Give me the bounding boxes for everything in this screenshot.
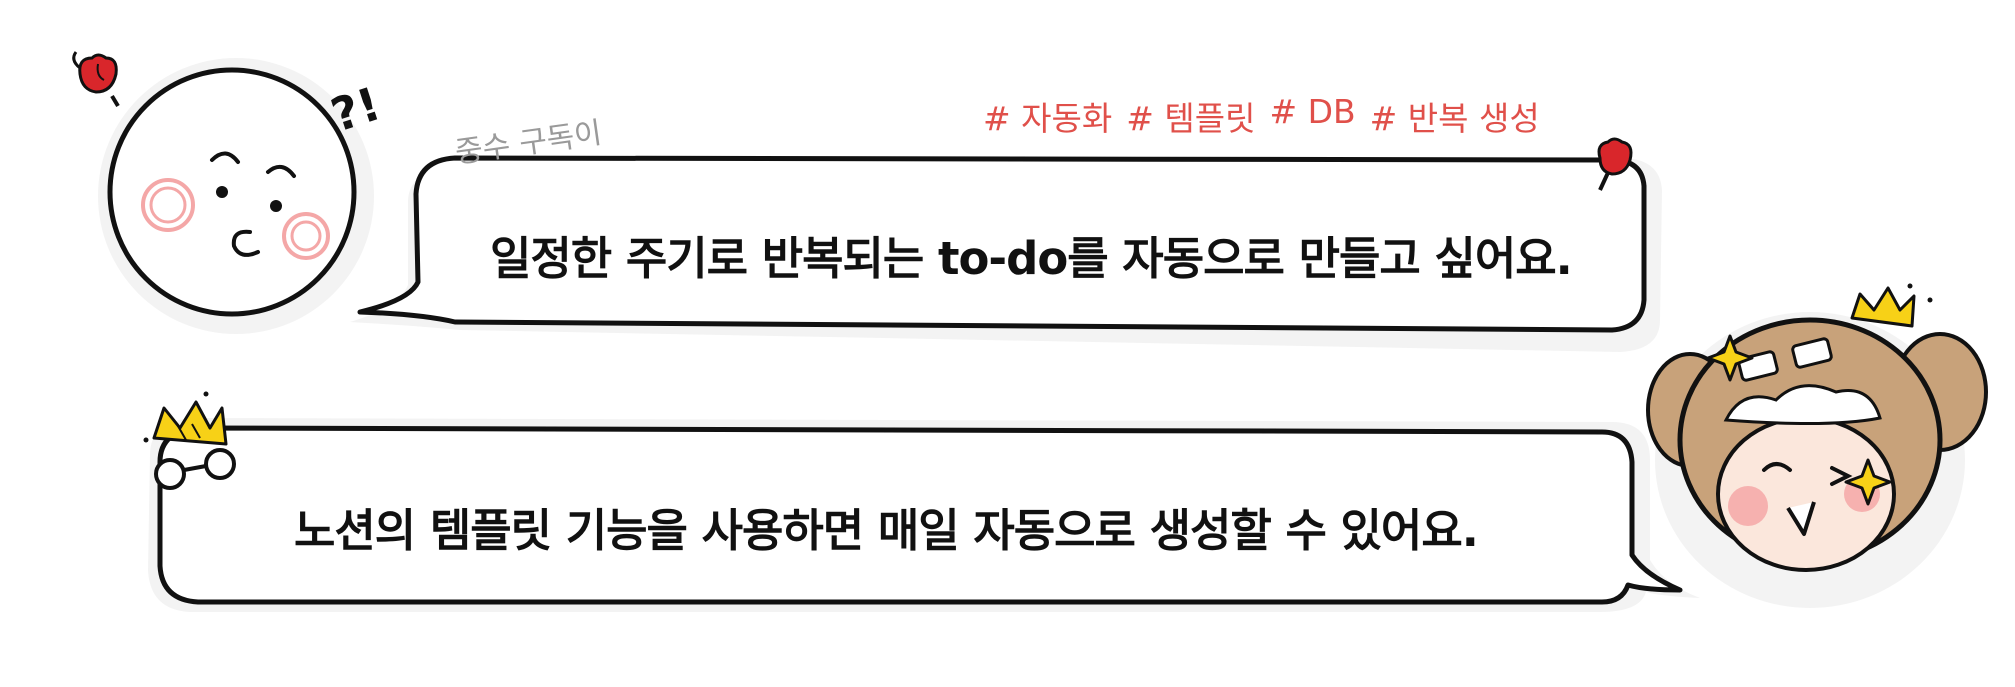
question-text: 일정한 주기로 반복되는 to-do를 자동으로 만들고 싶어요. — [490, 232, 1573, 285]
bear-character-icon — [1646, 312, 1988, 608]
glasses-icon — [154, 448, 236, 490]
rose-icon — [1597, 137, 1633, 191]
question-bubble — [357, 155, 1647, 333]
crown-icon — [152, 400, 228, 446]
answer-text: 노션의 템플릿 기능을 사용하면 매일 자동으로 생성할 수 있어요. — [294, 504, 1479, 557]
round-face-character-icon — [98, 58, 374, 334]
tag-item: # 템플릿 — [1126, 99, 1256, 138]
tag-list: # 자동화 # 템플릿 # DB # 반복 생성 — [983, 92, 1540, 140]
crown-icon — [1850, 286, 1916, 328]
tag-item: # 반복 생성 — [1369, 99, 1540, 138]
sparkle-icon — [1706, 283, 1933, 506]
tag-item: # 자동화 — [983, 99, 1113, 138]
sparkle-icon — [143, 391, 209, 443]
rose-icon — [72, 51, 120, 108]
tag-item: # DB — [1269, 92, 1356, 131]
